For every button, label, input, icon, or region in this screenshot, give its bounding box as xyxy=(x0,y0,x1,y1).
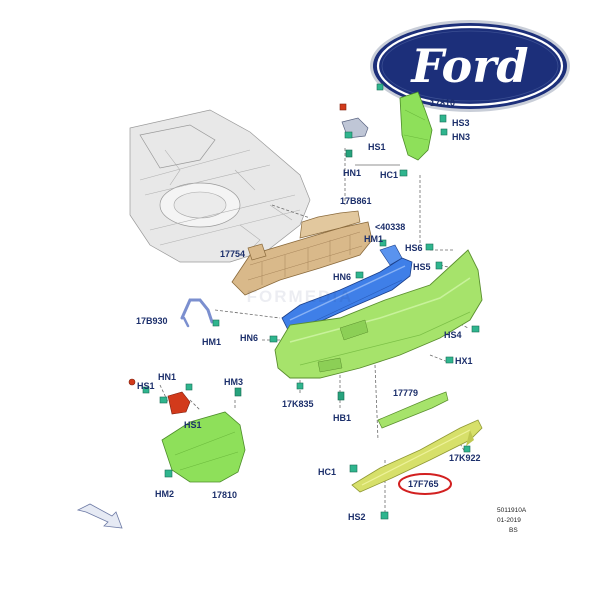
ford-logo-ring xyxy=(376,25,564,107)
clip-icon xyxy=(296,382,304,390)
note-code: 5011910A xyxy=(497,507,527,514)
clip-icon xyxy=(379,239,387,247)
clip-icon xyxy=(344,131,353,139)
label-hn6-left: HN6 xyxy=(240,333,258,343)
label-hc1-bottom: HC1 xyxy=(318,467,336,477)
clip-icon xyxy=(463,445,471,453)
clip-icon xyxy=(425,243,434,251)
ford-logo-oval xyxy=(373,23,567,109)
label-hm3: HM3 xyxy=(224,377,243,387)
front-direction-arrow-icon xyxy=(76,503,123,529)
label-17b930: 17B930 xyxy=(136,316,168,326)
note-date: 01-2019 xyxy=(497,517,521,524)
label-hs6: HS6 xyxy=(405,243,423,253)
label-hs5: HS5 xyxy=(413,262,431,272)
label-17810-bottom: 17810 xyxy=(212,490,237,500)
label-hm1-left: HM1 xyxy=(202,337,221,347)
car-body-ghost xyxy=(129,109,311,263)
watermark: FORMEDIA xyxy=(247,287,354,306)
part-labels: 17810 HS3 HN3 HS1 HN1 HC1 17B861 <40338 … xyxy=(136,98,481,522)
clip-icon xyxy=(445,356,454,364)
bottom-side-bracket xyxy=(161,411,246,483)
label-hn3: HN3 xyxy=(452,132,470,142)
clip-icon xyxy=(399,169,408,177)
label-40338: <40338 xyxy=(375,222,405,232)
screw-icon xyxy=(234,387,242,397)
label-hs4: HS4 xyxy=(444,330,462,340)
label-hs3: HS3 xyxy=(452,118,470,128)
label-17k835: 17K835 xyxy=(282,399,314,409)
clip-icon xyxy=(164,469,173,478)
label-17f765: 17F765 xyxy=(408,479,439,489)
bracket-17b930 xyxy=(180,298,214,328)
top-side-bracket xyxy=(399,91,433,161)
clip-icon xyxy=(376,83,384,91)
diagram-reference-notes: 5011910A 01-2019 BS xyxy=(497,507,527,534)
clip-icon xyxy=(159,396,168,404)
label-hs1-bracket: HS1 xyxy=(184,420,202,430)
ford-logo: Ford xyxy=(370,20,570,112)
clip-icon xyxy=(269,335,278,343)
note-suffix: BS xyxy=(509,527,518,534)
clip-icon xyxy=(142,386,150,394)
clip-icon xyxy=(355,271,364,279)
label-17810-top: 17810 xyxy=(430,98,455,108)
highlight-ring xyxy=(398,473,452,495)
label-hn1-left: HN1 xyxy=(158,372,176,382)
clip-icon xyxy=(349,464,358,473)
skid-plate-17f765 xyxy=(351,419,483,493)
clip-icon xyxy=(185,383,193,391)
top-mount-bracket xyxy=(339,103,369,139)
label-17b861: 17B861 xyxy=(340,196,372,206)
clip-icon xyxy=(435,261,443,270)
fasteners xyxy=(142,83,480,520)
label-hs2: HS2 xyxy=(348,512,366,522)
clip-icon xyxy=(212,319,220,327)
label-hn6-center: HN6 xyxy=(333,272,351,282)
screw-icon xyxy=(337,391,345,401)
clip-icon xyxy=(440,128,448,136)
label-hm1-center: HM1 xyxy=(364,234,383,244)
label-hx1: HX1 xyxy=(455,356,473,366)
clip-icon xyxy=(439,114,447,123)
bumper-cover xyxy=(274,249,483,379)
label-17754: 17754 xyxy=(220,249,245,259)
label-17779: 17779 xyxy=(393,388,418,398)
label-hn1-top: HN1 xyxy=(343,168,361,178)
ford-logo-text: Ford xyxy=(409,39,528,93)
trim-strip-17779 xyxy=(377,391,449,429)
label-hs1-top: HS1 xyxy=(368,142,386,152)
clip-icon xyxy=(471,325,480,333)
clip-17754 xyxy=(247,243,267,261)
label-hm2: HM2 xyxy=(155,489,174,499)
label-hc1-top: HC1 xyxy=(380,170,398,180)
clip-icon xyxy=(380,511,389,520)
label-17k922: 17K922 xyxy=(449,453,481,463)
energy-absorber xyxy=(231,210,373,296)
screw-icon xyxy=(345,149,353,158)
label-hs1-left: HS1 xyxy=(137,381,155,391)
label-hb1: HB1 xyxy=(333,413,351,423)
left-mount-bracket xyxy=(128,378,191,415)
